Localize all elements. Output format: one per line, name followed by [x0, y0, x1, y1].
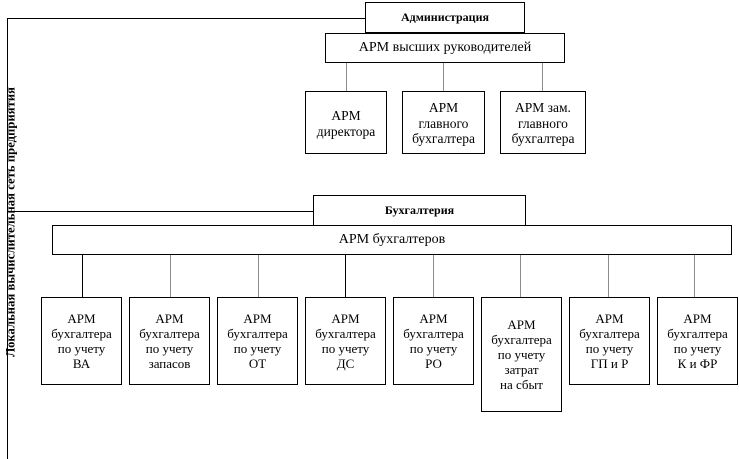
- workstation-label-line: АРМ: [331, 107, 361, 123]
- cash-accountant-box: АРМ бухгалтера по учету ДС: [305, 297, 386, 385]
- labor-accountant-box: АРМ бухгалтера по учету ОТ: [217, 297, 298, 385]
- accounting-branch-line: [7, 211, 314, 212]
- workstation-label-line: ГП и Р: [590, 356, 629, 372]
- connector-line: [82, 255, 83, 297]
- connector-line: [346, 63, 347, 91]
- connector-line: [443, 63, 444, 91]
- connector-line: [520, 255, 521, 297]
- workstation-label-line: АРМ: [67, 310, 96, 326]
- accounting-title-box: Бухгалтерия: [313, 195, 526, 226]
- workstation-label-line: по учету: [673, 341, 722, 356]
- administration-title: Администрация: [400, 10, 489, 25]
- workstation-label-line: ОТ: [248, 356, 267, 372]
- connector-line: [258, 255, 259, 297]
- workstation-label-line: бухгалтера: [315, 325, 376, 341]
- workstation-label-line: бухгалтера: [511, 131, 575, 147]
- workstation-label-line: ДС: [336, 356, 355, 372]
- workstation-label-line: РО: [425, 356, 442, 372]
- deputy-chief-accountant-workstation-box: АРМ зам. главного бухгалтера: [500, 91, 586, 154]
- workstation-label-line: по учету: [585, 341, 634, 356]
- connector-line: [170, 255, 171, 297]
- workstation-label-line: АРМ: [683, 310, 712, 326]
- fixed-assets-accountant-box: АРМ бухгалтера по учету ВА: [41, 297, 122, 385]
- workstation-label-line: по учету: [57, 341, 106, 356]
- workstation-label-line: бухгалтера: [667, 325, 728, 341]
- workstation-label-line: по учету: [145, 341, 194, 356]
- workstation-label-line: на сбыт: [500, 377, 543, 393]
- finished-goods-accountant-box: АРМ бухгалтера по учету ГП и Р: [569, 297, 650, 385]
- workstation-label-line: бухгалтера: [403, 325, 464, 341]
- workstation-label-line: по учету: [497, 346, 546, 362]
- director-workstation-box: АРМ директора: [305, 91, 387, 154]
- inventory-accountant-box: АРМ бухгалтера по учету запасов: [129, 297, 210, 385]
- accountants-group-label: АРМ бухгалтеров: [338, 231, 446, 247]
- connector-line: [608, 255, 609, 297]
- workstation-label-line: бухгалтера: [412, 131, 475, 147]
- workstation-label-line: ВА: [72, 356, 91, 372]
- workstation-label-line: АРМ: [243, 310, 272, 326]
- workstation-label-line: бухгалтера: [491, 331, 552, 347]
- top-managers-group-box: АРМ высших руководителей: [325, 33, 565, 63]
- workstation-label-line: АРМ: [419, 310, 448, 326]
- workstation-label-line: бухгалтера: [139, 325, 200, 341]
- capital-results-accountant-box: АРМ бухгалтера по учету К и ФР: [657, 297, 738, 385]
- workstation-label-line: затрат: [504, 362, 539, 378]
- workstation-label-line: запасов: [148, 356, 191, 372]
- connector-line: [433, 255, 434, 297]
- workstation-label-line: бухгалтера: [51, 325, 112, 341]
- settlements-accountant-box: АРМ бухгалтера по учету РО: [393, 297, 474, 385]
- workstation-label-line: К и ФР: [677, 356, 718, 372]
- connector-line: [542, 63, 543, 91]
- chief-accountant-workstation-box: АРМ главного бухгалтера: [402, 91, 485, 154]
- workstation-label-line: АРМ: [155, 310, 184, 326]
- sales-costs-accountant-box: АРМ бухгалтера по учету затрат на сбыт: [481, 297, 562, 412]
- top-managers-group-label: АРМ высших руководителей: [358, 39, 532, 55]
- workstation-label-line: бухгалтера: [227, 325, 288, 341]
- accountants-group-box: АРМ бухгалтеров: [52, 225, 732, 255]
- workstation-label-line: главного: [518, 115, 568, 131]
- connector-line: [345, 255, 346, 297]
- workstation-label-line: по учету: [321, 341, 370, 356]
- workstation-label-line: директора: [316, 123, 376, 139]
- workstation-label-line: АРМ: [428, 99, 459, 115]
- workstation-label-line: по учету: [409, 341, 458, 356]
- workstation-label-line: АРМ: [507, 316, 536, 332]
- workstation-label-line: АРМ: [595, 310, 624, 326]
- workstation-label-line: бухгалтера: [579, 325, 640, 341]
- workstation-label-line: по учету: [233, 341, 282, 356]
- workstation-label-line: главного: [418, 115, 469, 131]
- administration-branch-line: [7, 18, 366, 19]
- administration-title-box: Администрация: [365, 2, 525, 33]
- accounting-title: Бухгалтерия: [384, 203, 455, 218]
- workstation-label-line: АРМ зам.: [515, 99, 571, 115]
- network-label: Локальная вычислительная сеть предприяти…: [3, 86, 18, 358]
- network-bus-line: [7, 18, 8, 459]
- connector-line: [694, 255, 695, 297]
- workstation-label-line: АРМ: [331, 310, 360, 326]
